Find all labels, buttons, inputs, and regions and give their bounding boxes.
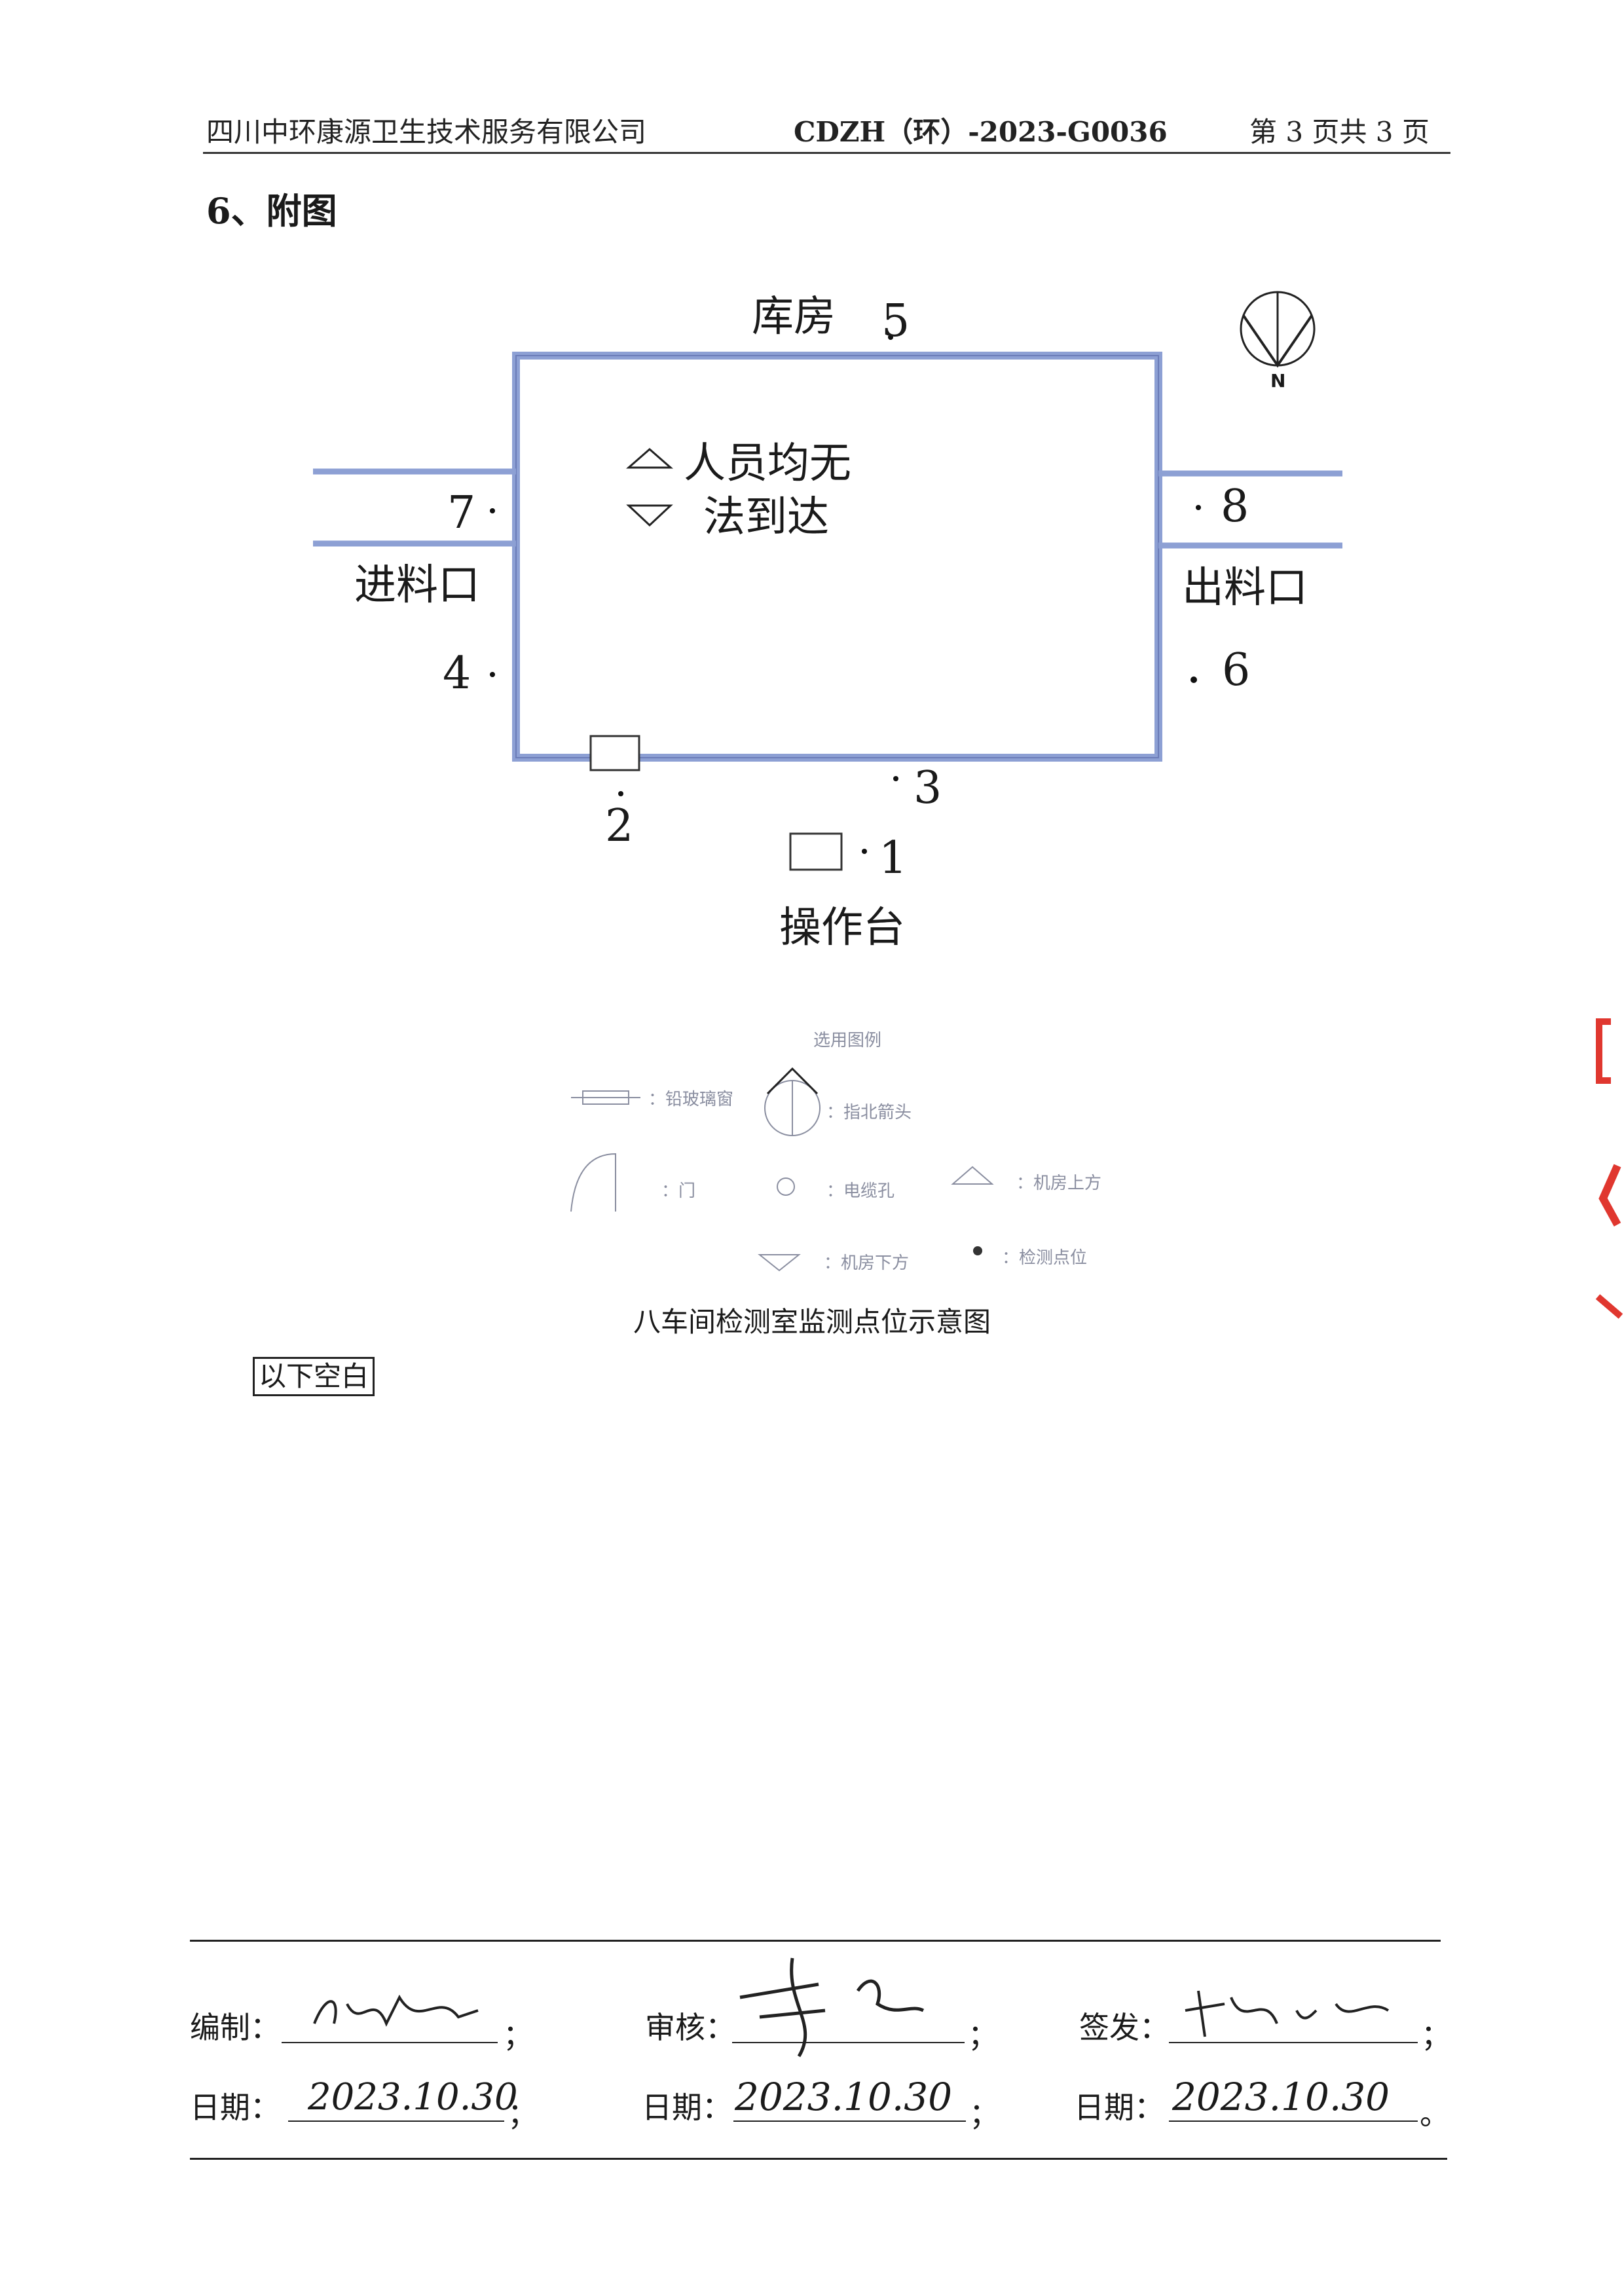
legend-note-line-1: 人员均无 <box>684 439 851 488</box>
section-title: 6、附图 <box>206 190 337 232</box>
seal-stamp-fragment <box>1595 1018 1623 1319</box>
legend-door: ：门 <box>661 1181 696 1201</box>
header-report-no: CDZH（环）-2023-G0036 <box>794 116 1168 148</box>
door-legend-icon <box>570 1153 616 1212</box>
header-rule <box>203 152 1450 154</box>
legend-symbols <box>570 1067 994 1272</box>
north-arrow-icon <box>1240 291 1316 368</box>
point-2-label: 2 <box>605 800 634 852</box>
issued-semicolon: ； <box>1421 2018 1451 2053</box>
north-label: N <box>1270 370 1286 392</box>
legend-north: ：指北箭头 <box>826 1103 912 1122</box>
legend-title: 选用图例 <box>813 1031 882 1050</box>
reviewed-signature <box>739 1957 925 2058</box>
date-reviewed-semicolon: ； <box>969 2096 999 2132</box>
date-compiled-line <box>288 2120 504 2122</box>
point-6-dot <box>1190 676 1197 683</box>
legend-note-line-2: 法到达 <box>703 493 829 542</box>
legend-below: ：机房下方 <box>824 1253 910 1273</box>
date-reviewed-line <box>733 2120 966 2122</box>
cable-hole-legend-icon <box>777 1177 795 1196</box>
point-8-label: 8 <box>1221 481 1249 532</box>
date-compiled-value: 2023.10.30 <box>308 2076 518 2119</box>
reviewed-line <box>732 2042 965 2043</box>
point-5-dot <box>888 335 893 340</box>
issued-label: 签发： <box>1079 2010 1170 2045</box>
below-legend-icon <box>758 1254 801 1272</box>
issued-line <box>1169 2042 1418 2043</box>
point-2-dot <box>618 791 623 796</box>
legend-lead-window: ：铅玻璃窗 <box>648 1090 734 1109</box>
reviewed-semicolon: ； <box>968 2018 998 2053</box>
legend-cable-hole: ：电缆孔 <box>826 1181 895 1201</box>
header-page-number: 第 3 页共 3 页 <box>1249 116 1430 148</box>
compiled-line <box>282 2042 498 2043</box>
date-issued-label: 日期： <box>1074 2090 1164 2125</box>
floor-plan-diagram <box>313 291 1342 871</box>
point-4-label: 4 <box>443 648 471 699</box>
blank-note: 以下空白 <box>253 1357 375 1397</box>
room-wall <box>512 352 1162 762</box>
point-3-label: 3 <box>913 762 942 814</box>
point-1-label: 1 <box>879 832 908 884</box>
console-desk <box>789 832 843 871</box>
console-label: 操作台 <box>779 904 905 952</box>
point-7-label: 7 <box>447 487 476 539</box>
figure-caption: 八车间检测室监测点位示意图 <box>633 1306 991 1338</box>
point-8-dot <box>1196 505 1201 510</box>
inlet-label: 进料口 <box>354 561 480 610</box>
point-5-label: 5 <box>881 295 910 347</box>
signature-top-rule <box>190 1940 1441 1942</box>
date-issued-value: 2023.10.30 <box>1172 2075 1390 2119</box>
date-reviewed-value: 2023.10.30 <box>735 2075 953 2119</box>
below-triangle-icon <box>626 504 673 527</box>
room-wall-inner-line <box>515 355 1159 758</box>
date-compiled-semicolon: ； <box>507 2096 538 2132</box>
signature-bottom-rule <box>190 2158 1447 2160</box>
header-company: 四川中环康源卫生技术服务有限公司 <box>206 116 647 148</box>
reviewed-label: 审核： <box>645 2010 735 2045</box>
date-reviewed-label: 日期： <box>642 2090 732 2125</box>
above-triangle-icon <box>626 448 673 469</box>
point-legend-icon <box>973 1246 982 1255</box>
date-issued-line <box>1169 2120 1418 2122</box>
issued-signature <box>1185 1990 1390 2037</box>
point-6-label: 6 <box>1222 644 1251 696</box>
lead-window <box>589 735 640 771</box>
point-3-dot <box>893 776 898 781</box>
compiled-label: 编制： <box>190 2010 280 2045</box>
legend-point: ：检测点位 <box>1002 1248 1088 1268</box>
date-compiled-label: 日期： <box>190 2090 280 2125</box>
date-issued-period: 。 <box>1420 2096 1450 2132</box>
legend-above: ：机房上方 <box>1016 1174 1102 1193</box>
outlet-label: 出料口 <box>1182 564 1308 612</box>
lead-window-legend-icon <box>571 1090 640 1105</box>
point-1-dot <box>862 849 867 854</box>
point-4-dot <box>490 672 495 677</box>
point-7-dot <box>490 508 495 513</box>
above-legend-icon <box>951 1166 994 1185</box>
north-arrow-legend-icon <box>764 1067 821 1136</box>
storeroom-label: 库房 <box>752 293 836 341</box>
compiled-semicolon: ； <box>503 2018 533 2053</box>
compiled-signature <box>313 1994 479 2027</box>
